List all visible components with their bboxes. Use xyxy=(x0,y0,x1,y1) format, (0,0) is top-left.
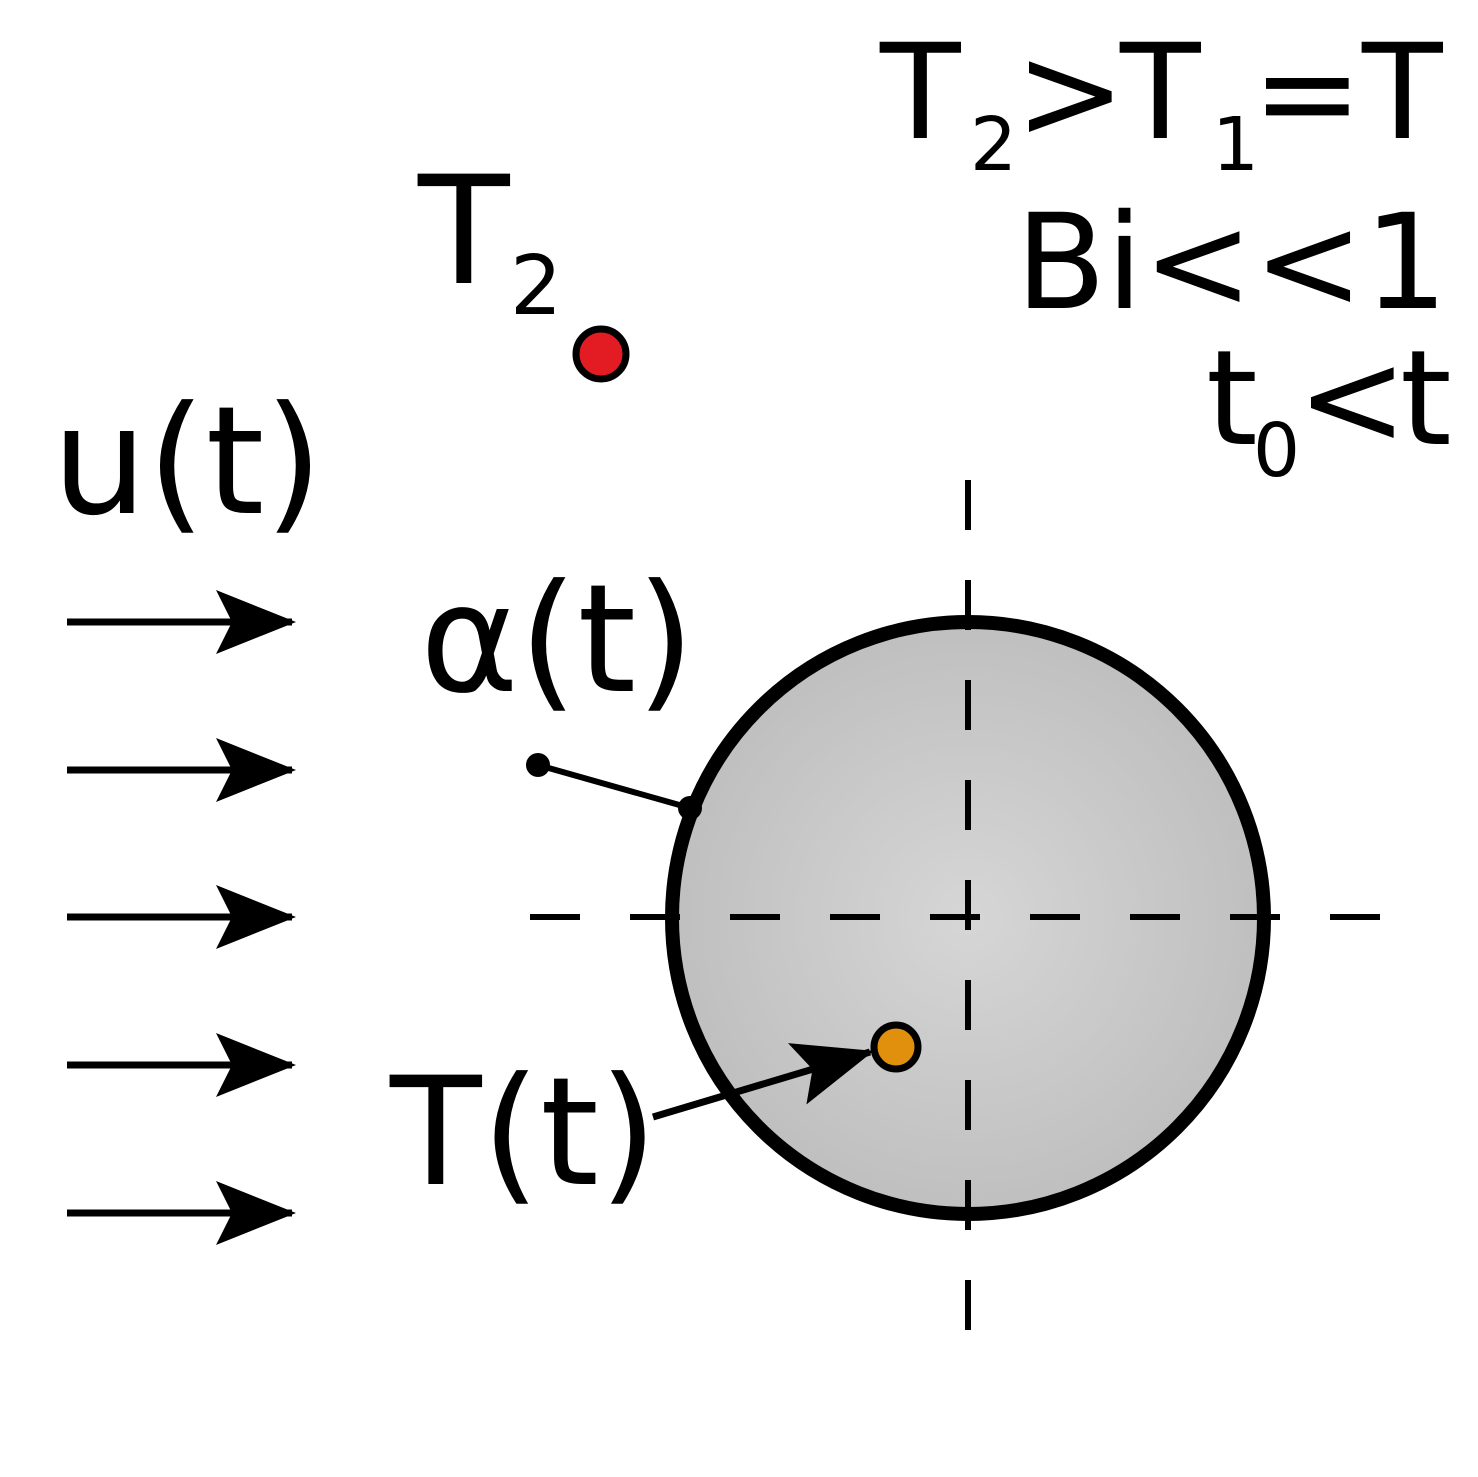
condition-t0-symbol: t xyxy=(1206,322,1258,476)
condition-t1-subscript: 1 xyxy=(1212,102,1259,188)
condition-t-rhs: T xyxy=(1361,16,1444,170)
condition-time: t 0 < t xyxy=(1206,322,1452,494)
condition-t2-subscript: 2 xyxy=(970,102,1017,188)
condition-temperatures: T 2 > T 1 = T xyxy=(879,16,1444,188)
condition-lt-sign: < xyxy=(1297,322,1408,476)
condition-t1-symbol: T xyxy=(1119,16,1202,170)
alpha-leader xyxy=(526,753,702,820)
center-axes xyxy=(530,480,1385,1335)
condition-t2-symbol: T xyxy=(879,16,962,170)
flow-arrows xyxy=(67,590,296,1245)
body-temperature-label: T(t) xyxy=(389,1046,657,1220)
condition-t-rhs-time: t xyxy=(1400,322,1452,476)
condition-eq-sign: = xyxy=(1252,16,1363,170)
alpha-leader-end-dot xyxy=(678,796,702,820)
ambient-temperature-symbol: T xyxy=(417,145,511,319)
alpha-leader-line xyxy=(537,762,691,811)
body-temperature-point xyxy=(870,1021,922,1073)
flow-velocity-label: u(t) xyxy=(52,375,323,549)
condition-biot: Bi<<1 xyxy=(1016,186,1448,340)
ambient-temperature-subscript: 2 xyxy=(510,239,562,334)
ambient-temperature-point xyxy=(572,325,630,383)
condition-gt-sign: > xyxy=(1015,16,1126,170)
condition-t0-subscript: 0 xyxy=(1253,408,1300,494)
body-temperature-pointer xyxy=(651,1043,874,1121)
alpha-leader-start-dot xyxy=(526,753,550,777)
ambient-temperature-label: T 2 xyxy=(417,145,562,334)
heat-transfer-coefficient-label: α(t) xyxy=(420,553,695,727)
